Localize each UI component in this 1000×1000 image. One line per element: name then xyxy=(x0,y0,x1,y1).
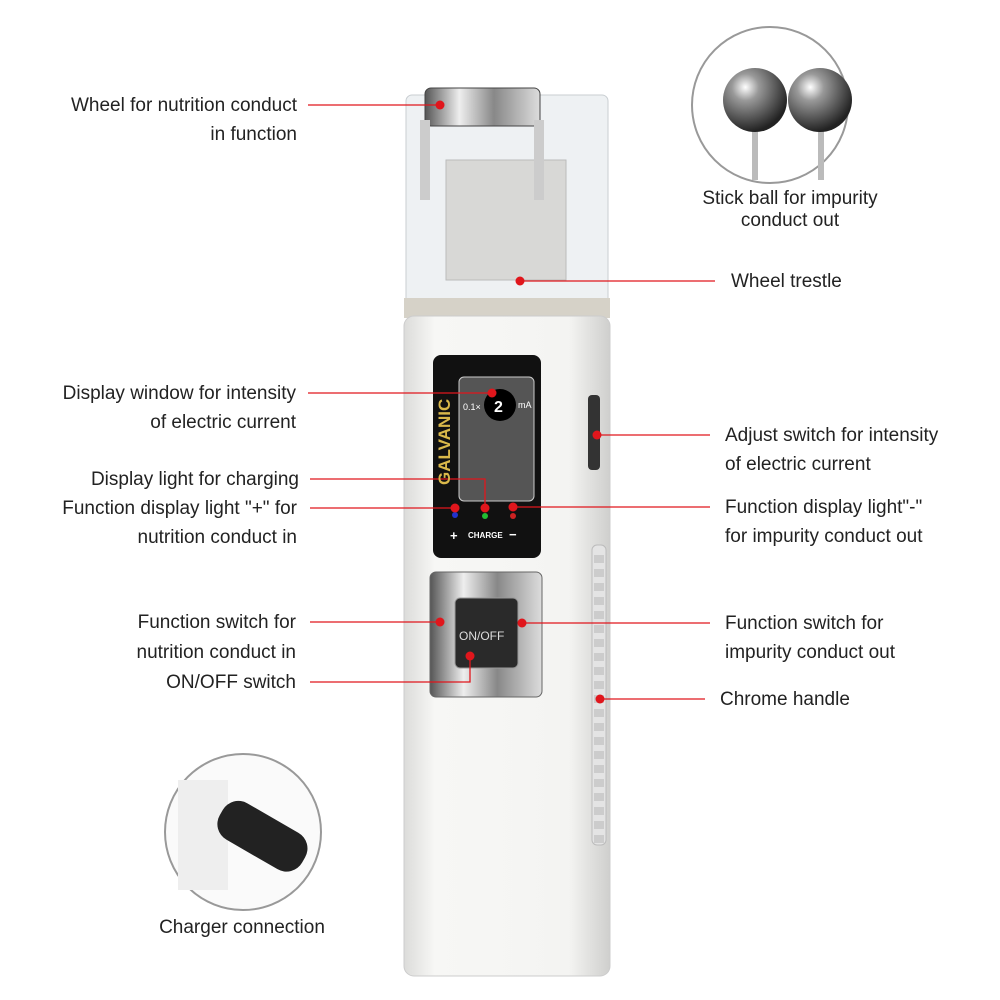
minus-label: − xyxy=(509,527,517,542)
label-charger: Charger connection xyxy=(159,917,325,938)
handle-rib xyxy=(594,681,604,689)
handle-rib xyxy=(594,569,604,577)
handle-rib xyxy=(594,653,604,661)
brand-text: GALVANIC xyxy=(435,399,454,485)
handle-rib xyxy=(594,821,604,829)
plus-label: + xyxy=(450,528,458,543)
callout-dot-display-window xyxy=(487,388,497,398)
display-value: 2 xyxy=(494,399,503,416)
handle-rib xyxy=(594,611,604,619)
button-label: ON/OFF xyxy=(459,629,504,643)
callout-dot-wheel xyxy=(435,100,445,110)
handle-rib xyxy=(594,583,604,591)
callout-dot-minus-light xyxy=(508,502,518,512)
callout-dot-on-off xyxy=(465,651,475,661)
on-off-button[interactable] xyxy=(454,597,519,669)
handle-rib xyxy=(594,751,604,759)
callout-line-charge-light xyxy=(310,478,486,508)
label-charge-light: Display light for charging xyxy=(90,469,299,490)
handle-rib xyxy=(594,667,604,675)
callout-dot-charge-light xyxy=(480,503,490,513)
roller-wheel xyxy=(424,87,541,127)
callout-dot-chrome-handle xyxy=(595,694,605,704)
handle-rib xyxy=(594,597,604,605)
handle-rib xyxy=(594,737,604,745)
handle-rib xyxy=(594,639,604,647)
handle-rib xyxy=(594,555,604,563)
charger-plug xyxy=(217,800,308,872)
callout-dot-plus-light xyxy=(450,503,460,513)
handle-rib xyxy=(594,709,604,717)
handle-rib xyxy=(594,835,604,843)
callout-dot-adjust-switch xyxy=(592,430,602,440)
handle-rib xyxy=(594,723,604,731)
cap-collar xyxy=(404,298,610,318)
callout-dot-trestle xyxy=(515,276,525,286)
label-chrome-handle: Chrome handle xyxy=(720,689,850,710)
clear-cap xyxy=(405,87,609,306)
handle-rib xyxy=(594,807,604,815)
callout-dot-minus-switch xyxy=(517,618,527,628)
label-wheel-trestle: Wheel trestle xyxy=(731,271,842,292)
callout-line-on-off xyxy=(310,656,471,683)
charge-label: CHARGE xyxy=(468,531,503,540)
label-minus-light: Function display light"-"for impurity co… xyxy=(725,497,923,547)
display-unit: mA xyxy=(518,400,532,410)
display-multiplier: 0.1× xyxy=(463,402,481,412)
handle-rib xyxy=(594,793,604,801)
handle-rib xyxy=(594,765,604,773)
handle-rib xyxy=(594,625,604,633)
callout-dot-plus-switch xyxy=(435,617,445,627)
handle-rib xyxy=(594,779,604,787)
